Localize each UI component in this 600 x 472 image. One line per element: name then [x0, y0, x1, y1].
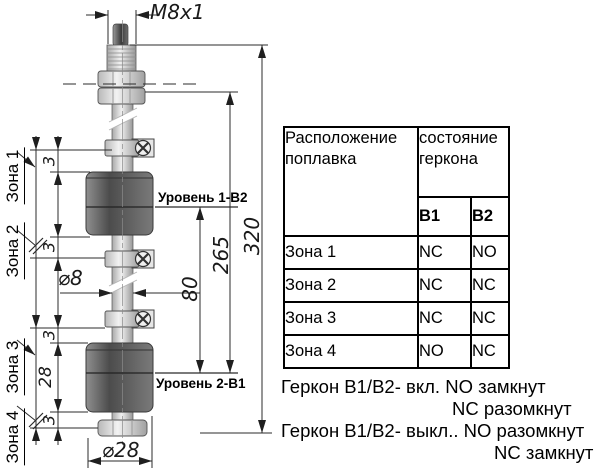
row-b1-value: NC: [417, 268, 472, 303]
level-2-label: Уровень 2-В1: [156, 376, 246, 391]
dim-265-label: 265: [209, 235, 233, 275]
note-reed-off: Геркон В1/В2- выкл.. NO разомкнут: [281, 420, 585, 441]
dim-3-label-2: 3: [39, 241, 59, 253]
zone-1-label: Зона 1: [3, 147, 25, 205]
table-row: Зона 4 NO NC: [283, 334, 510, 369]
table-col-b1: В1: [417, 196, 472, 237]
dim-80-label: 80: [178, 276, 202, 302]
row-b1-value: NC: [417, 301, 472, 336]
table-row: Зона 3 NC NC: [283, 301, 510, 336]
dim-3-label-3: 3: [39, 329, 59, 341]
row-b1-value: NC: [417, 235, 472, 270]
dim-28-label: 28: [36, 366, 56, 388]
row-b2-value: NO: [470, 235, 510, 270]
cable-tip: [112, 23, 129, 47]
note-reed-off-nc: NC замкнут: [494, 442, 594, 463]
dimension-arrows: [23, 11, 266, 465]
zone-3-label: Зона 3: [3, 338, 25, 396]
row-b1-value: NO: [417, 334, 472, 369]
zone-2-label: Зона 2: [3, 222, 25, 280]
break-marks: [108, 107, 138, 295]
row-zone-label: Зона 1: [283, 235, 419, 270]
note-reed-on-nc: NC разомкнут: [452, 398, 572, 419]
note-reed-on: Геркон В1/В2- вкл. NO замкнут: [281, 376, 546, 397]
thread-size-label: M8x1: [150, 0, 205, 24]
row-zone-label: Зона 2: [283, 268, 419, 303]
row-zone-label: Зона 4: [283, 334, 419, 369]
row-b2-value: NC: [470, 268, 510, 303]
zone-4-label: Зона 4: [3, 408, 25, 466]
row-b2-value: NC: [470, 301, 510, 336]
sensor-technical-drawing: [16, 10, 272, 468]
dimension-lines: [16, 10, 272, 468]
mounting-nut-upper: [97, 70, 146, 88]
table-header-float-position: Расположение поплавка: [283, 126, 419, 237]
float-diameter-label: ⌀28: [102, 438, 140, 462]
table-row: Зона 1 NC NO: [283, 235, 510, 270]
table-col-b2: В2: [470, 196, 510, 237]
clamp-ring-1: [104, 138, 155, 158]
rod-diameter-label: ⌀8: [58, 266, 83, 290]
mounting-nut-lower: [97, 87, 146, 105]
row-zone-label: Зона 3: [283, 301, 419, 336]
float-1: [85, 171, 154, 236]
reed-switch-state-table: Расположение поплавка состояние геркона …: [283, 126, 510, 369]
clamp-ring-3: [104, 309, 155, 329]
float-2: [85, 342, 154, 413]
table-row: Зона 2 NC NC: [283, 268, 510, 303]
dim-3-label-4: 3: [39, 414, 59, 426]
level-1-label: Уровень 1-В2: [158, 190, 248, 205]
dim-3-label-1: 3: [39, 155, 59, 167]
row-b2-value: NC: [470, 334, 510, 369]
clamp-ring-2: [104, 249, 155, 269]
table-header-reed-state: состояние геркона: [417, 126, 510, 198]
dim-320-label: 320: [240, 216, 264, 256]
